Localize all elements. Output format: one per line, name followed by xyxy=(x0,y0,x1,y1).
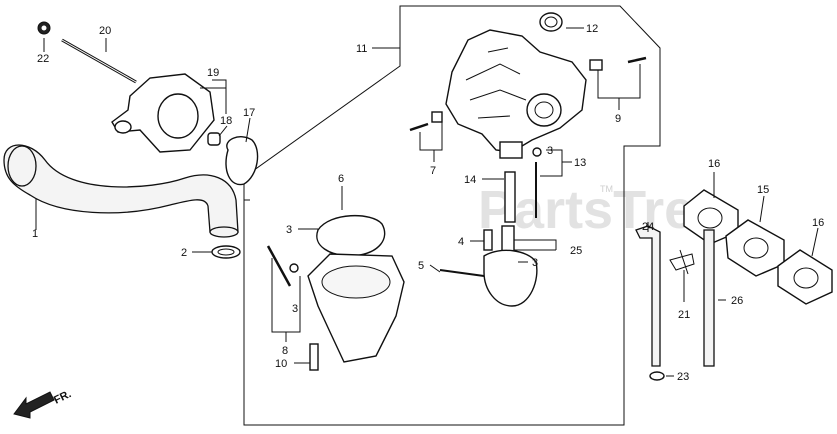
callout-3: 3 xyxy=(286,224,292,236)
callout-23: 23 xyxy=(677,371,689,383)
tube-clip xyxy=(669,249,695,275)
choke-cap-inner xyxy=(544,16,558,28)
callout-7: 7 xyxy=(430,165,436,177)
callout-18: 18 xyxy=(220,115,232,127)
insulator-port xyxy=(157,93,199,139)
insulator-plate-port xyxy=(743,237,769,259)
front-arrow-icon xyxy=(13,391,55,419)
float-chamber-gasket xyxy=(316,214,386,257)
callout-9: 9 xyxy=(615,113,621,125)
callout-17: 17 xyxy=(243,107,255,119)
callout-4: 4 xyxy=(458,236,464,248)
tube-clip-lower xyxy=(649,371,665,381)
long-bolt-thread xyxy=(61,39,137,83)
intake-hose-outlet xyxy=(209,226,239,238)
drain-screw xyxy=(266,245,292,287)
front-label: FR. xyxy=(52,388,73,407)
chamber-bolt xyxy=(309,343,319,371)
carburetor-venturi-inner xyxy=(534,101,554,119)
callout-20: 20 xyxy=(99,25,111,37)
pilot-screw xyxy=(409,122,429,132)
collar xyxy=(207,132,221,146)
pilot-screw-spring xyxy=(431,111,443,123)
watermark-brand: PartsTree xyxy=(478,180,724,240)
float-pin xyxy=(439,269,485,277)
callout-3: 3 xyxy=(292,303,298,315)
throttle-stop-spring xyxy=(589,59,603,71)
callout-14: 14 xyxy=(464,174,476,186)
choke-cap xyxy=(539,12,563,32)
callout-26: 26 xyxy=(731,295,743,307)
hose-clamp xyxy=(211,245,241,259)
carburetor-assembly-outline xyxy=(243,5,661,426)
watermark-tm: TM xyxy=(600,184,613,194)
callout-25: 25 xyxy=(570,245,582,257)
slow-jet xyxy=(501,225,515,253)
callout-3: 3 xyxy=(532,257,538,269)
callout-6: 6 xyxy=(338,173,344,185)
gasket-left-port xyxy=(697,207,723,229)
float xyxy=(483,249,538,307)
gasket-right-port xyxy=(793,267,819,289)
callout-13: 13 xyxy=(574,157,586,169)
callout-3: 3 xyxy=(547,145,553,157)
insulator-pipe xyxy=(114,120,132,134)
hose-clamp-inner xyxy=(217,248,235,256)
callout-16: 16 xyxy=(708,158,720,170)
main-nozzle xyxy=(504,171,516,223)
callout-2: 2 xyxy=(181,247,187,259)
callout-19: 19 xyxy=(207,67,219,79)
float-chamber-bowl xyxy=(321,265,391,299)
callout-1: 1 xyxy=(32,228,38,240)
o-ring-upper xyxy=(532,147,542,157)
intake-hose xyxy=(3,144,239,233)
flange-nut-hole xyxy=(41,25,47,31)
carburetor-body-detail xyxy=(465,47,527,119)
carburetor-float-mount xyxy=(499,141,523,159)
carburetor-body xyxy=(445,29,587,153)
drain-tube xyxy=(703,229,715,367)
callout-11: 11 xyxy=(356,43,367,55)
callout-12: 12 xyxy=(586,23,598,35)
callout-21: 21 xyxy=(678,309,690,321)
leader-lines xyxy=(35,27,819,377)
callout-16: 16 xyxy=(812,217,824,229)
carburetor-venturi xyxy=(526,93,562,127)
fuel-tube xyxy=(635,225,661,367)
callout-8: 8 xyxy=(282,345,288,357)
insulator-gasket xyxy=(225,136,259,186)
throttle-stop-screw xyxy=(627,56,647,64)
callout-15: 15 xyxy=(757,184,769,196)
callout-10: 10 xyxy=(275,358,287,370)
float-valve xyxy=(483,229,493,251)
callout-5: 5 xyxy=(418,260,424,272)
drain-washer xyxy=(289,263,299,273)
intake-hose-end xyxy=(7,145,37,187)
callout-24: 24 xyxy=(642,221,654,233)
callout-22: 22 xyxy=(37,53,49,65)
